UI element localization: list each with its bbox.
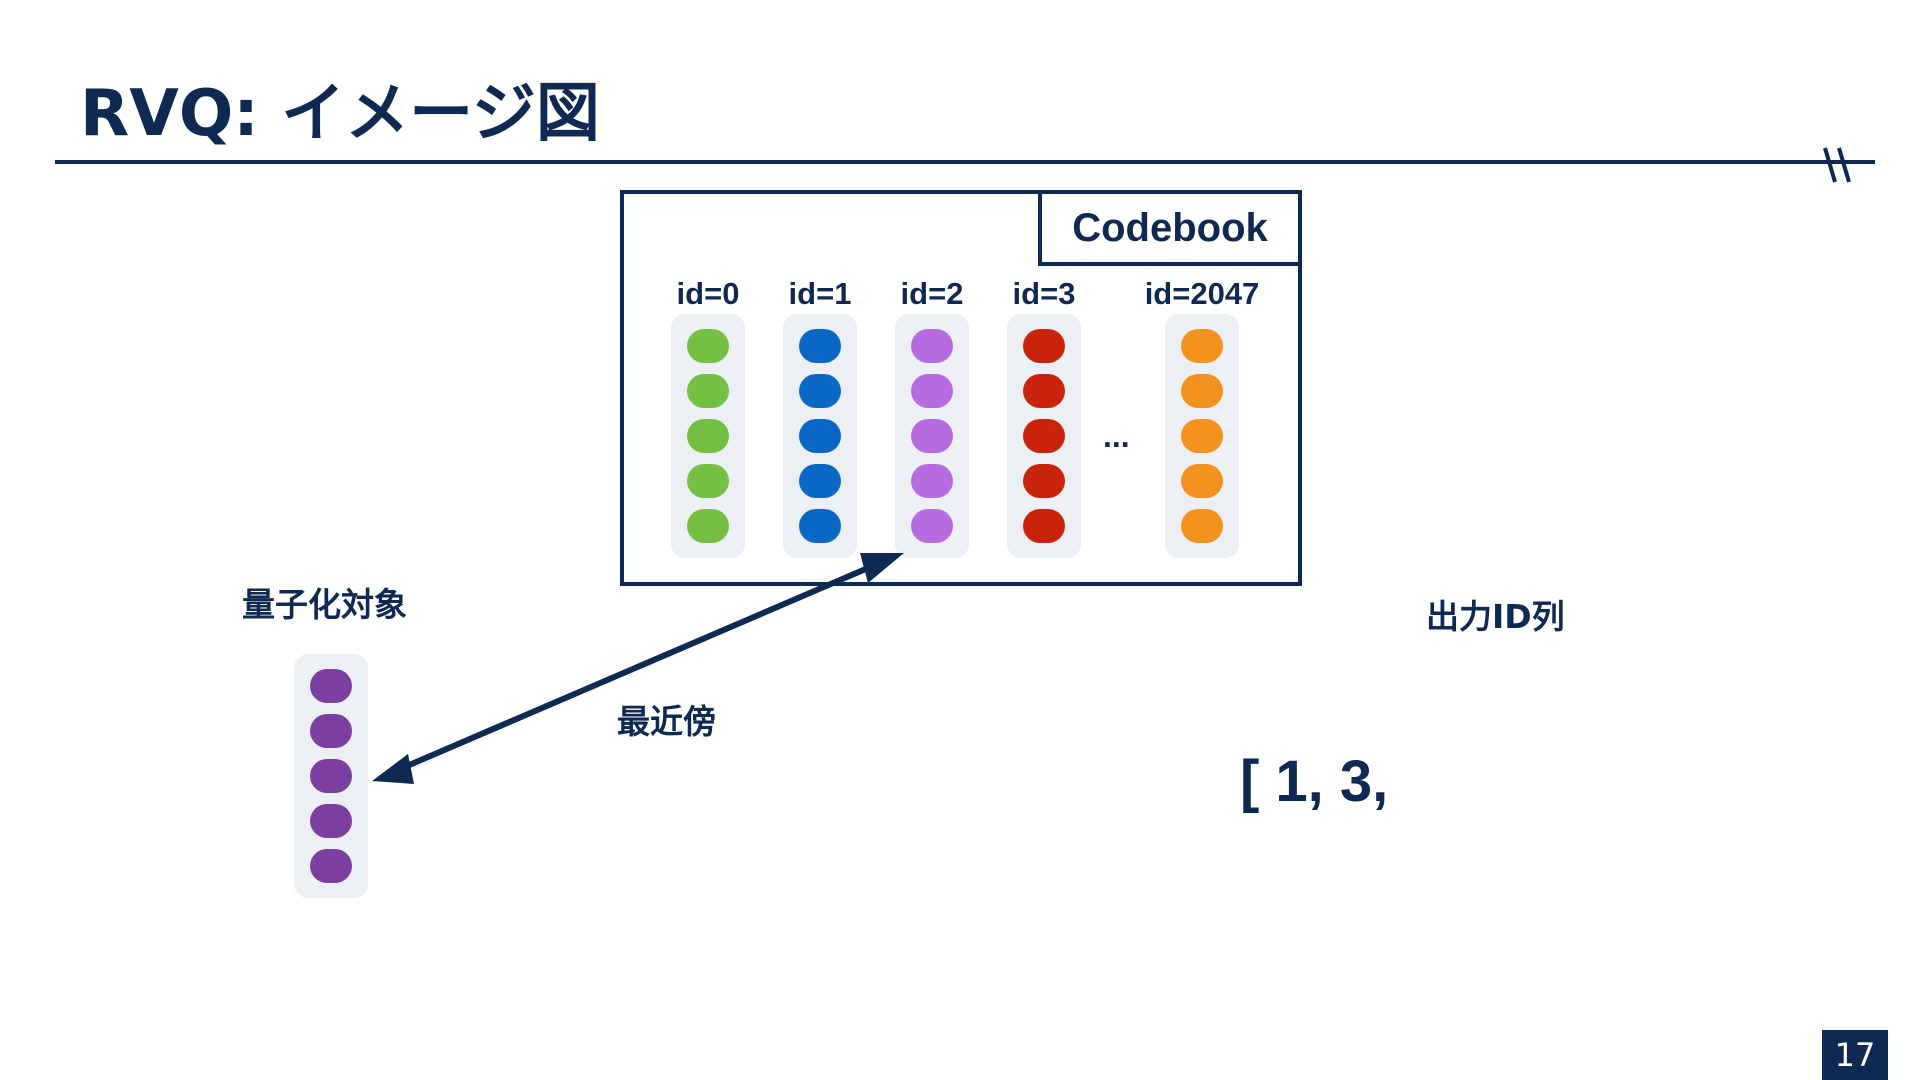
codebook-vector	[1165, 314, 1239, 558]
vector-element	[687, 419, 729, 453]
codebook-ellipsis: ...	[1103, 418, 1130, 454]
vector-element	[1023, 509, 1065, 543]
vector-element	[911, 374, 953, 408]
vector-element	[799, 374, 841, 408]
vector-element	[687, 329, 729, 363]
vector-element	[911, 464, 953, 498]
codebook-vector	[1007, 314, 1081, 558]
codebook-entry-id: id=2047	[1144, 276, 1260, 311]
codebook-entry-id: id=1	[788, 276, 852, 311]
codebook-entry-id: id=3	[1012, 276, 1076, 311]
codebook-box: Codebook	[620, 190, 1302, 586]
output-id-sequence: [ 1, 3,	[1240, 749, 1389, 814]
vector-element	[1181, 374, 1223, 408]
vector-element	[1023, 329, 1065, 363]
page-number: 17	[1822, 1030, 1888, 1080]
vector-element	[687, 374, 729, 408]
target-vector	[294, 654, 368, 898]
vector-element	[687, 464, 729, 498]
vector-element	[687, 509, 729, 543]
vector-element	[911, 509, 953, 543]
vector-element	[799, 509, 841, 543]
vector-element	[799, 464, 841, 498]
codebook-vector	[671, 314, 745, 558]
vector-element	[310, 804, 352, 838]
nearest-label: 最近傍	[617, 702, 716, 741]
codebook-label: Codebook	[1038, 190, 1302, 266]
vector-element	[799, 419, 841, 453]
vector-element	[1181, 464, 1223, 498]
vector-element	[1181, 329, 1223, 363]
target-label: 量子化対象	[242, 585, 407, 624]
codebook-vector	[783, 314, 857, 558]
vector-element	[1023, 374, 1065, 408]
output-label: 出力ID列	[1426, 597, 1565, 636]
vector-element	[911, 419, 953, 453]
vector-element	[911, 329, 953, 363]
title-rule	[55, 160, 1875, 164]
vector-element	[1023, 464, 1065, 498]
vector-element	[310, 714, 352, 748]
vector-element	[1181, 509, 1223, 543]
vector-element	[310, 849, 352, 883]
vector-element	[799, 329, 841, 363]
break-mark-icon	[1823, 147, 1851, 183]
vector-element	[1181, 419, 1223, 453]
vector-element	[310, 669, 352, 703]
codebook-entry-id: id=2	[900, 276, 964, 311]
vector-element	[310, 759, 352, 793]
vector-element	[1023, 419, 1065, 453]
codebook-vector	[895, 314, 969, 558]
codebook-entry-id: id=0	[676, 276, 740, 311]
slide-title: RVQ: イメージ図	[80, 77, 600, 151]
